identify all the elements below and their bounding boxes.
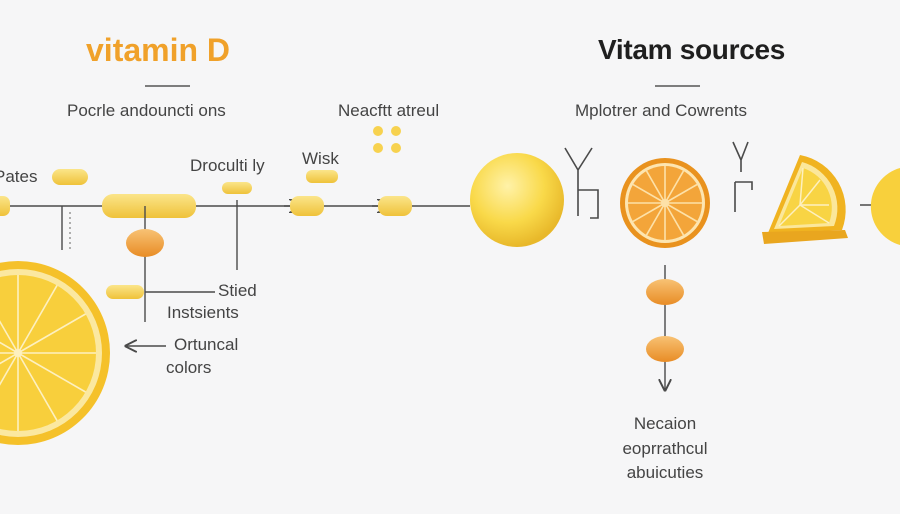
capsule-icon [0, 196, 10, 216]
segment-line [17, 313, 86, 354]
capsule-icon [646, 279, 684, 305]
segment-line [664, 202, 685, 236]
label-necaion: Necaion [633, 414, 697, 433]
label-wisk: Wisk [302, 149, 339, 168]
capsule-icon [646, 336, 684, 362]
capsule-icon [106, 285, 144, 299]
label-instsients: Instsients [167, 303, 239, 322]
segment-line [0, 320, 19, 354]
capsule-icon [222, 182, 252, 194]
segment-line [17, 285, 58, 354]
segment-line [645, 170, 666, 204]
segment-line [645, 202, 666, 236]
dot [373, 126, 383, 136]
lemon-slice-icon [0, 261, 110, 445]
connector-zigzag [564, 147, 599, 219]
capsule-icon [306, 170, 338, 183]
subtitle-right: Mplotrer and Cowrents [575, 101, 747, 120]
subtitle-mid: Neacftt atreul [338, 101, 440, 120]
label-eoprrathcul: eoprrathcul [622, 439, 708, 458]
label-stied: Stied [218, 281, 257, 300]
capsule-icon [290, 196, 324, 216]
subtitle-left: Pocrle andouncti ons [67, 101, 226, 120]
segment-line [664, 183, 698, 204]
capsule-icon [378, 196, 412, 216]
capsule-icon [52, 169, 88, 185]
segment-line [0, 341, 19, 354]
segment-line [0, 352, 19, 386]
segment-line [632, 183, 666, 204]
capsule-icon [126, 229, 164, 257]
lemon-wedge-icon [762, 155, 848, 244]
segment-line [17, 352, 58, 421]
orange-slice-icon [620, 158, 710, 248]
capsule-icon [102, 194, 196, 218]
title-vitam-sources: Vitam sources [598, 34, 786, 65]
segment-line [0, 352, 19, 365]
label-pates: Pates [0, 167, 38, 186]
title-vitamin-d: vitamin D [86, 32, 231, 68]
connector-zigzag [732, 141, 753, 212]
dot [373, 143, 383, 153]
sun-sphere-icon [470, 153, 564, 247]
segment-line [17, 352, 86, 393]
segment-line [664, 202, 698, 223]
segment-line [632, 202, 666, 223]
label-droculty: Droculti ly [190, 156, 265, 175]
segment-line [664, 170, 685, 204]
label-abuicuties: abuicuties [626, 463, 704, 482]
label-ortuncal: Ortuncal [174, 335, 239, 354]
dot [391, 143, 401, 153]
lemon-edge-icon [870, 168, 900, 245]
label-colors: colors [166, 358, 212, 377]
dot [391, 126, 401, 136]
